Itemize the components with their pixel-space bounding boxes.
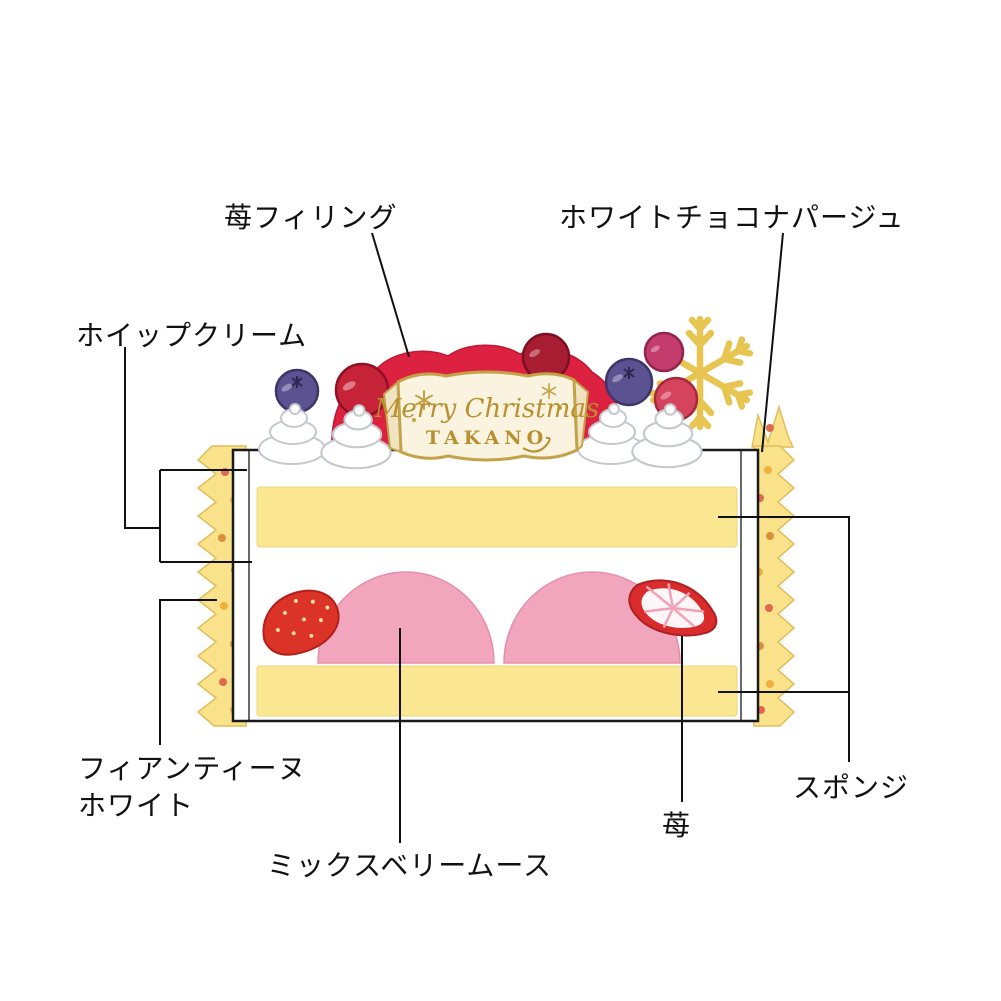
blueberry-1 <box>274 368 320 414</box>
sponge-layer-bottom <box>256 665 738 717</box>
banner-takano-text: TAKANO <box>426 427 548 449</box>
strawberry-cut-right <box>628 579 718 637</box>
label-sponge: スポンジ <box>793 772 910 803</box>
label-strawberry: 苺 <box>662 810 692 841</box>
magenta-berry <box>643 331 685 373</box>
leader-whipped-cream <box>124 347 252 563</box>
label-strawberry-filling: 苺フィリング <box>224 202 398 233</box>
cream-swirl-1 <box>258 403 326 465</box>
leader-white-choco-nappage <box>761 232 784 453</box>
leader-lines <box>124 232 850 843</box>
leader-strawberry-filling <box>371 232 410 358</box>
banner-dot <box>412 418 416 422</box>
banner-dot <box>558 406 562 410</box>
strawberry-seeds <box>275 598 330 638</box>
label-whipped-cream: ホイップクリーム <box>76 320 308 351</box>
leader-sponge <box>718 516 850 762</box>
sponge-layer-top <box>256 486 738 548</box>
strawberry-cut-streaks <box>644 583 705 628</box>
label-white-choco-nappage: ホワイトチョコナパージュ <box>559 202 905 233</box>
banner: Merry Christmas TAKANO <box>374 370 600 462</box>
label-feuillantine-line1: フィアンティーヌ <box>78 753 307 784</box>
banner-scroll <box>396 370 579 462</box>
banner-flourish <box>522 436 551 453</box>
label-mixed-berry-mousse: ミックスベリームース <box>267 850 552 881</box>
snowflake-icon <box>648 319 753 427</box>
blueberry-2 <box>604 357 654 407</box>
label-feuillantine-line2: ホワイト <box>78 790 195 821</box>
leader-feuillantine <box>159 599 217 745</box>
banner-merry-christmas-text: Merry Christmas <box>374 394 600 424</box>
label-feuillantine-white: フィアンティーヌ ホワイト <box>78 750 307 824</box>
strawberry-whole-left <box>262 589 340 656</box>
wrapper-right-confetti <box>755 424 774 714</box>
